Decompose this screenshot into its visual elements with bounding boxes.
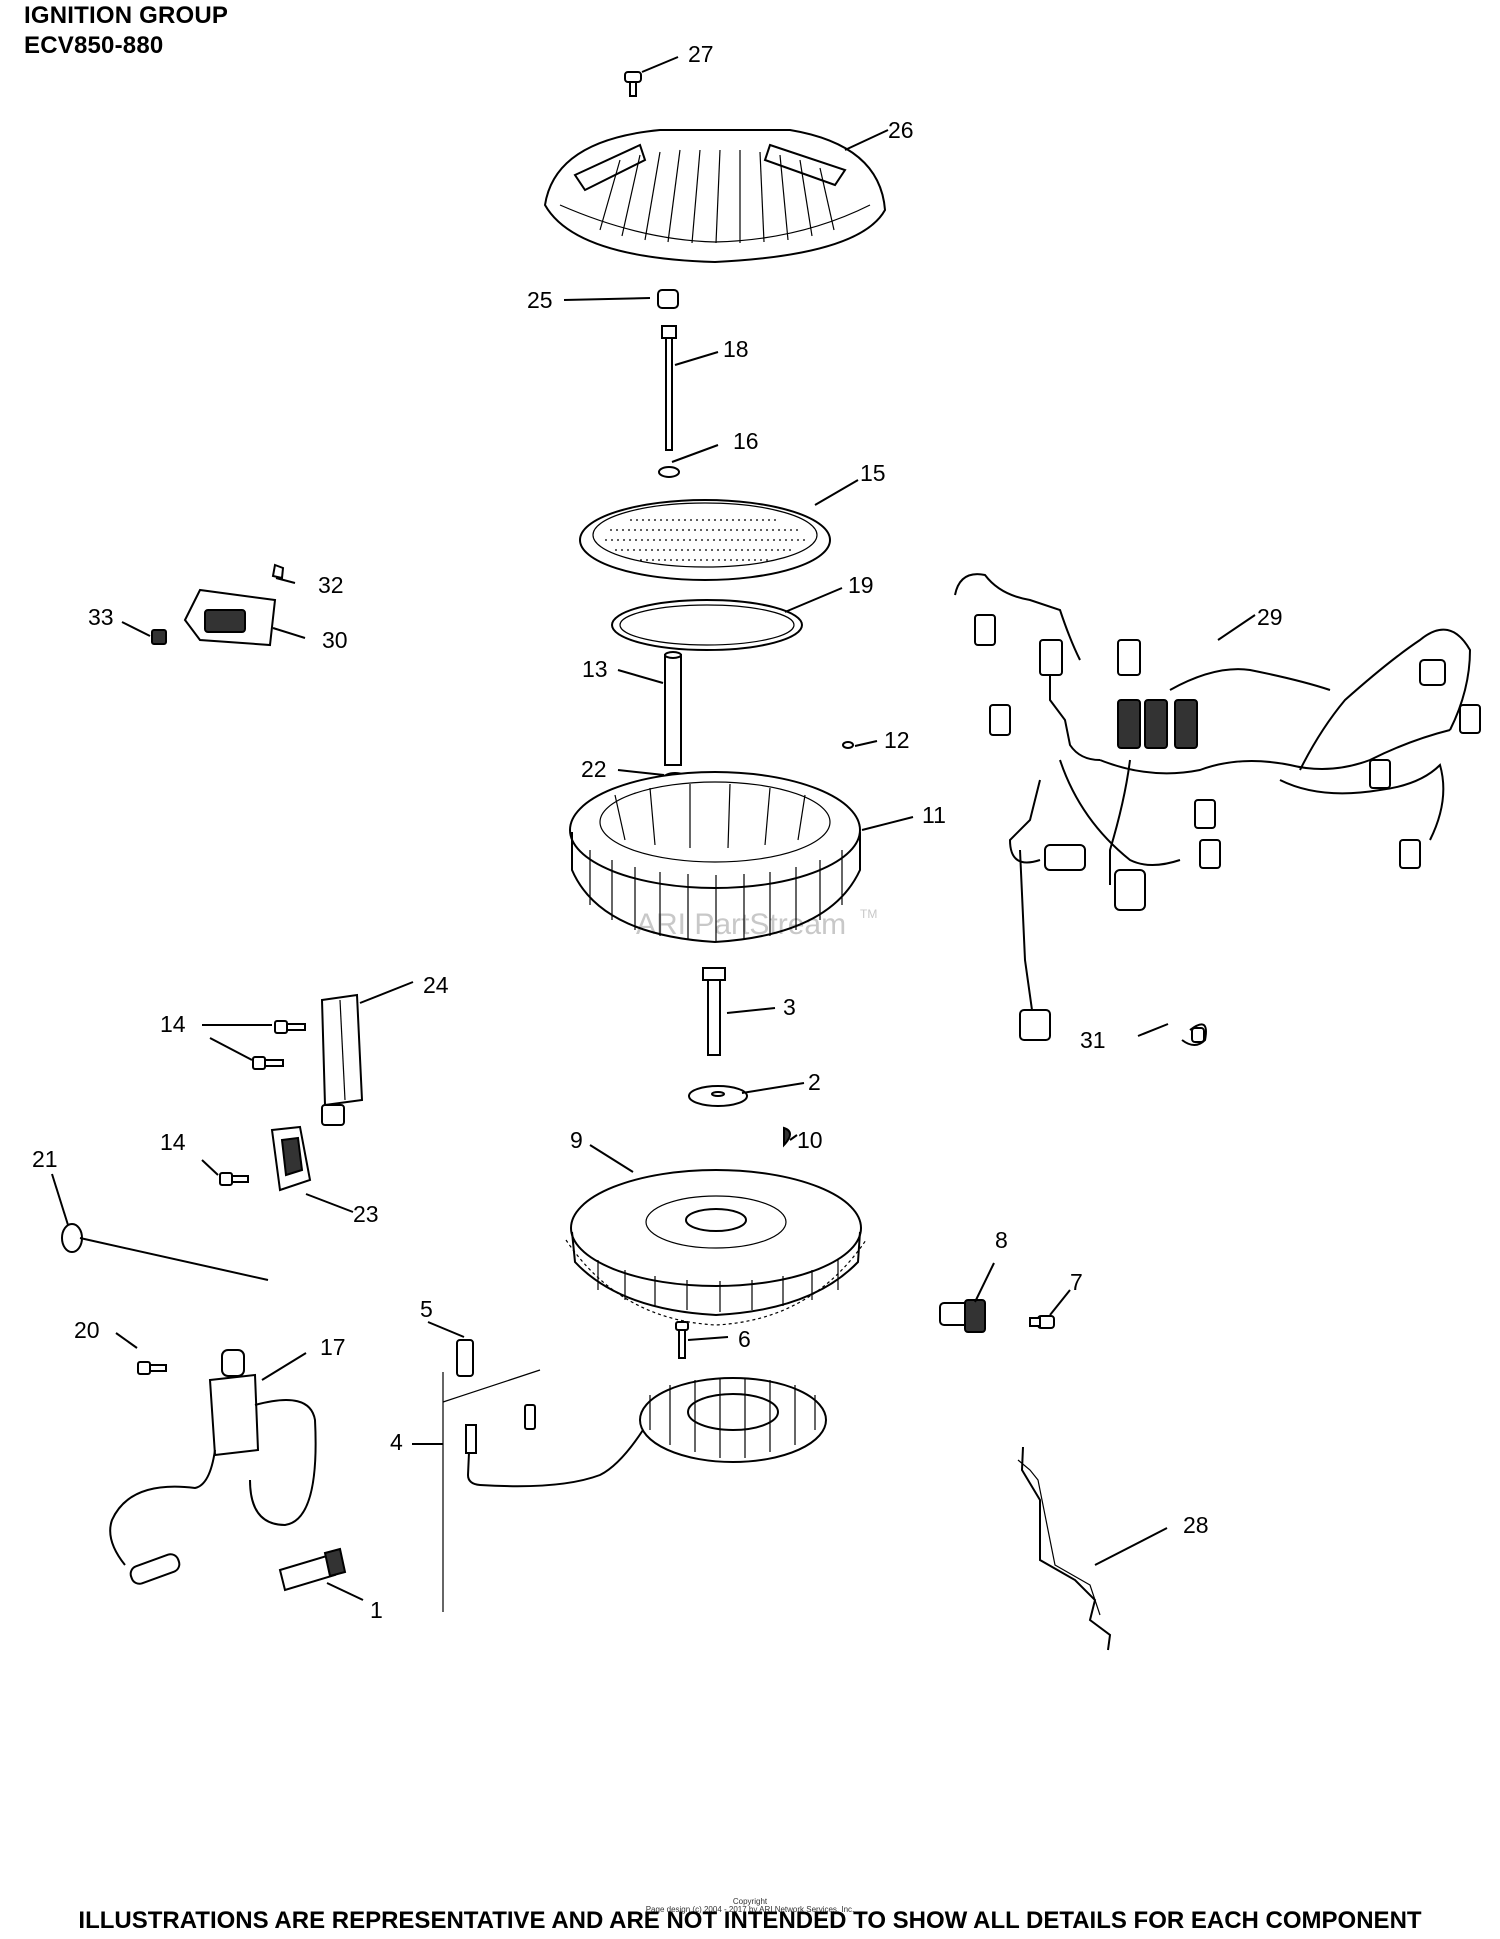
part-14-screw-c[interactable] bbox=[219, 1172, 249, 1186]
part-30-control-unit[interactable] bbox=[183, 588, 277, 647]
part-28-wiring-harness[interactable] bbox=[1017, 1446, 1112, 1651]
callout-18: 18 bbox=[723, 336, 749, 362]
callout-33: 33 bbox=[88, 604, 114, 630]
part-9-flywheel[interactable] bbox=[565, 1169, 867, 1326]
callout-11: 11 bbox=[922, 802, 946, 828]
callout-28: 28 bbox=[1183, 1512, 1209, 1538]
callout-6: 6 bbox=[738, 1326, 751, 1352]
part-5-terminal[interactable] bbox=[456, 1339, 474, 1377]
callout-32: 32 bbox=[318, 572, 344, 598]
part-24-ignition-module[interactable] bbox=[320, 993, 364, 1126]
callout-23: 23 bbox=[353, 1201, 379, 1227]
callout-12: 12 bbox=[884, 727, 910, 753]
callout-30: 30 bbox=[322, 627, 348, 653]
callout-2: 2 bbox=[808, 1069, 821, 1095]
callout-9: 9 bbox=[570, 1127, 583, 1153]
callout-labels: 1 2 3 4 5 6 7 8 9 10 11 12 13 14 14 15 1… bbox=[32, 41, 1283, 1623]
callout-24: 24 bbox=[423, 972, 449, 998]
callout-1: 1 bbox=[370, 1597, 383, 1623]
part-18-bolt[interactable] bbox=[661, 325, 677, 451]
part-29-main-wiring-harness[interactable] bbox=[954, 573, 1481, 1041]
part-23-module[interactable] bbox=[270, 1125, 312, 1192]
callout-31: 31 bbox=[1080, 1027, 1106, 1053]
watermark: ARI PartStream bbox=[636, 908, 846, 941]
part-7-screw[interactable] bbox=[1029, 1315, 1055, 1329]
part-2-flywheel-washer[interactable] bbox=[688, 1085, 748, 1107]
callout-4: 4 bbox=[390, 1429, 403, 1455]
part-14-screw-a[interactable] bbox=[274, 1020, 306, 1034]
part-6-screw[interactable] bbox=[675, 1321, 689, 1359]
footer-disclaimer: ILLUSTRATIONS ARE REPRESENTATIVE AND ARE… bbox=[78, 1907, 1422, 1934]
part-26-blower-housing-cover[interactable] bbox=[543, 129, 887, 264]
copyright-line-2: Page design (c) 2004 - 2017 by ARI Netwo… bbox=[645, 1905, 855, 1914]
part-17-ignition-coil[interactable] bbox=[109, 1349, 317, 1586]
part-19-gasket-ring[interactable] bbox=[611, 599, 803, 651]
part-25-spacer[interactable] bbox=[657, 289, 679, 309]
callout-20: 20 bbox=[74, 1317, 100, 1343]
callout-14a: 14 bbox=[160, 1011, 186, 1037]
part-1-spark-plug[interactable] bbox=[278, 1547, 347, 1592]
callout-19: 19 bbox=[848, 572, 874, 598]
part-21-cable-tie[interactable] bbox=[61, 1223, 269, 1281]
callout-17: 17 bbox=[320, 1334, 346, 1360]
part-4-stator[interactable] bbox=[465, 1377, 827, 1488]
diagram-title: IGNITION GROUP bbox=[24, 2, 229, 29]
model-number: ECV850-880 bbox=[24, 32, 164, 59]
terminal-small[interactable] bbox=[524, 1404, 536, 1430]
callout-25: 25 bbox=[527, 287, 553, 313]
part-33-nut[interactable] bbox=[151, 629, 167, 645]
part-20-screw[interactable] bbox=[137, 1361, 167, 1375]
leader-lines bbox=[51, 56, 1256, 1601]
part-11-cooling-fan[interactable] bbox=[569, 771, 861, 944]
part-8-sensor[interactable] bbox=[939, 1299, 986, 1333]
callout-29: 29 bbox=[1257, 604, 1283, 630]
callout-22: 22 bbox=[581, 756, 607, 782]
part-3-flywheel-bolt[interactable] bbox=[702, 967, 726, 1056]
callout-26: 26 bbox=[888, 117, 914, 143]
callout-16: 16 bbox=[733, 428, 759, 454]
part-14-screw-b[interactable] bbox=[252, 1056, 284, 1070]
callout-7: 7 bbox=[1070, 1269, 1083, 1295]
callout-15: 15 bbox=[860, 460, 886, 486]
callout-10: 10 bbox=[797, 1127, 823, 1153]
callout-21: 21 bbox=[32, 1146, 58, 1172]
copyright-line-1: Copyright bbox=[732, 1897, 768, 1906]
watermark-trademark: TM bbox=[860, 907, 877, 921]
part-27-screw[interactable] bbox=[624, 71, 642, 97]
callout-13: 13 bbox=[582, 656, 608, 682]
part-13-tube[interactable] bbox=[664, 651, 682, 766]
part-12-pin[interactable] bbox=[842, 741, 854, 749]
callout-14b: 14 bbox=[160, 1129, 186, 1155]
part-10-woodruff-key[interactable] bbox=[783, 1126, 791, 1148]
part-31-clip[interactable] bbox=[1181, 1023, 1207, 1046]
callout-8: 8 bbox=[995, 1227, 1008, 1253]
callout-3: 3 bbox=[783, 994, 796, 1020]
part-32-nut[interactable] bbox=[271, 563, 285, 580]
callout-27: 27 bbox=[688, 41, 714, 67]
part-16-washer[interactable] bbox=[658, 466, 680, 478]
part-15-debris-screen[interactable] bbox=[579, 499, 831, 581]
callout-5: 5 bbox=[420, 1296, 433, 1322]
bracket-top-4 bbox=[442, 1369, 541, 1403]
